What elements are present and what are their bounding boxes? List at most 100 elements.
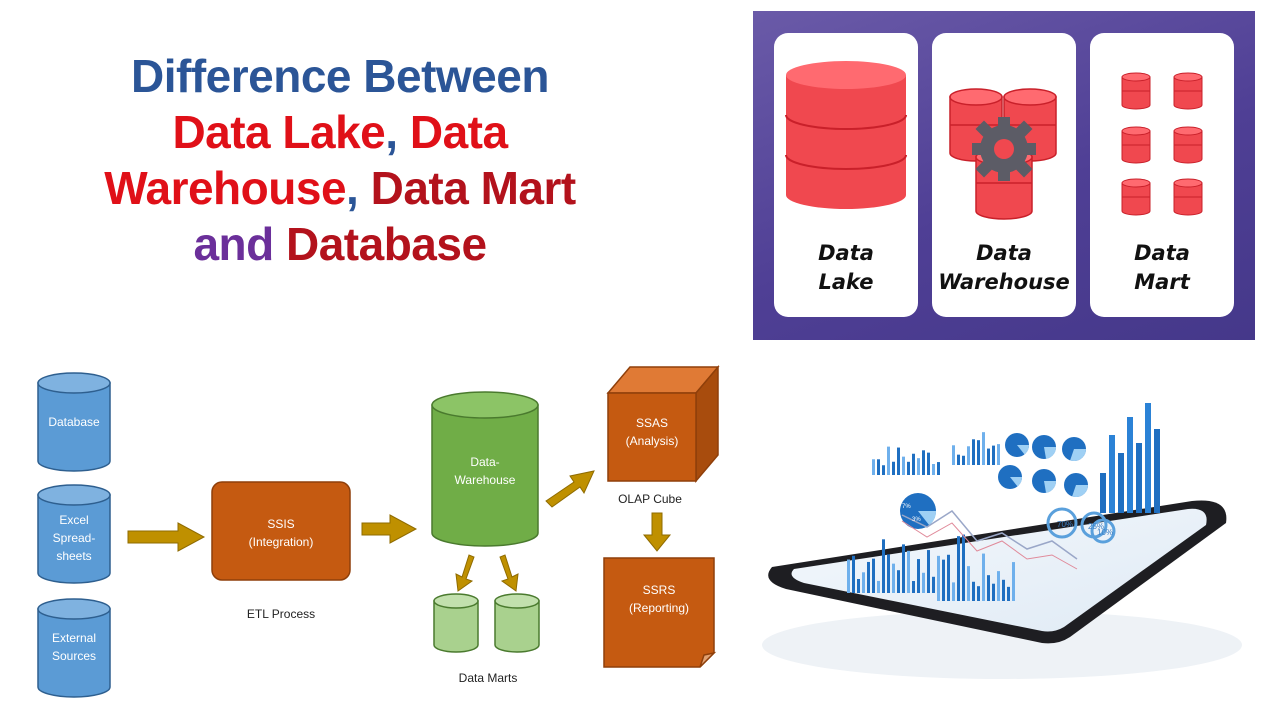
data-mart-card: Data Mart (1090, 33, 1234, 317)
tablet-bar (992, 445, 995, 465)
database-cluster-gear-icon (949, 88, 1057, 220)
small-pie-label-2: 3% (912, 517, 921, 523)
tablet-bar (952, 585, 955, 601)
tablet-pie-wedge (918, 511, 936, 526)
tablet-screen (791, 508, 1207, 632)
tablet-bar (937, 555, 940, 593)
data-warehouse-card: Data Warehouse (932, 33, 1076, 317)
tablet-bar (957, 536, 960, 593)
tablet-bar (912, 581, 915, 593)
tablet-bar (997, 571, 1000, 601)
arrow-to-ssis (127, 522, 206, 552)
tablet-bar (982, 432, 985, 465)
tablet-pie-wedge (1010, 477, 1022, 487)
tablet-pie-wedge (1017, 445, 1029, 455)
tablet-analytics-illustration: 70% 25% 10% 7% 3% (752, 345, 1252, 715)
tablet-tall-bar (1127, 417, 1133, 513)
data-mart-cylinder-1 (433, 593, 479, 653)
tablet-bar (922, 450, 925, 475)
arrow-to-ssas (545, 470, 595, 508)
ring-gauge-3 (1090, 518, 1116, 544)
tablet-bar (907, 550, 910, 593)
tablet-bar (932, 464, 935, 475)
tablet-bar (917, 458, 920, 475)
data-flow-diagram: Database Excel Spread- sheets External S… (28, 343, 740, 713)
database-large-icon (785, 61, 907, 209)
data-marts-caption: Data Marts (458, 671, 518, 685)
title-line-1: Difference Between (131, 50, 549, 102)
ring-gauge-1 (1046, 507, 1078, 539)
tablet-bar (902, 544, 905, 593)
tablet-bar (867, 561, 870, 593)
tablet-pie-wedge (1044, 447, 1056, 459)
ring-label-2: 25% (1088, 522, 1104, 531)
source-excel-label: Excel Spread- sheets (52, 513, 96, 563)
tablet-bar (892, 563, 895, 593)
tablet-bar (937, 588, 940, 601)
title-line-3: Warehouse, Data Mart (104, 162, 576, 214)
arrow-to-marts (455, 554, 519, 592)
data-mart-cylinder-2 (494, 593, 540, 653)
title-line-4: and Database (193, 218, 487, 270)
tablet-bar (967, 566, 970, 601)
tablet-bar (982, 553, 985, 601)
tablet-bar (962, 455, 965, 465)
tablet-pie-wedge (1072, 485, 1088, 497)
ssas-cube (606, 364, 720, 484)
tablet-bar (987, 575, 990, 601)
tablet-bar (1007, 586, 1010, 601)
tablet-bar (957, 454, 960, 465)
tablet-bar (902, 456, 905, 475)
tablet-bar (937, 462, 940, 475)
tablet-bar (912, 453, 915, 475)
data-warehouse-label: Data Warehouse (938, 241, 1070, 294)
tablet-bar (877, 580, 880, 593)
tablet-bar (957, 576, 960, 601)
tablet-bar (997, 444, 1000, 465)
warehouse-cylinder (431, 391, 539, 547)
tablet-bar (977, 586, 980, 601)
tablet-bar (917, 559, 920, 593)
tablet-line-chart-2 (901, 520, 1078, 570)
tablet-bar (922, 572, 925, 593)
tablet-bar (862, 572, 865, 593)
data-lake-label: Data Lake (818, 241, 874, 294)
tablet-shadow (762, 611, 1242, 679)
tablet-tall-bar (1109, 435, 1115, 513)
tablet-tall-bar (1145, 403, 1151, 513)
title-line-2: Data Lake, Data (172, 106, 508, 158)
tablet-pie-wedge (1044, 481, 1056, 493)
ssis-box (211, 481, 351, 581)
tablet-bar-charts (847, 432, 1015, 601)
diagram-shapes (37, 364, 720, 698)
etl-process-caption: ETL Process (246, 607, 316, 621)
tablet-bar (962, 570, 965, 601)
tablet-bar (927, 550, 930, 593)
source-external-label: External Sources (51, 631, 97, 663)
warehouse-label: Data- Warehouse (454, 455, 516, 487)
tablet-bar (987, 448, 990, 465)
source-excel-cylinder (37, 484, 111, 584)
arrow-to-ssrs (642, 512, 672, 552)
ssas-label: SSAS (Analysis) (625, 416, 679, 448)
tablet-bar (967, 446, 970, 465)
tablet-bar (857, 578, 860, 593)
olap-cube-caption: OLAP Cube (618, 492, 682, 506)
ssis-label: SSIS (Integration) (248, 517, 314, 549)
source-database-cylinder (37, 372, 111, 472)
tablet-bar (972, 439, 975, 465)
tablet-line-chart-1 (901, 510, 1078, 560)
tablet-bar (927, 452, 930, 475)
tablet-bar (977, 440, 980, 465)
tablet-bar (992, 583, 995, 601)
tablet-bar (962, 534, 965, 593)
tablet-bar (892, 461, 895, 475)
tablet-bar (882, 539, 885, 593)
source-database-label: Database (48, 415, 100, 429)
tablet-bar (947, 554, 950, 601)
tablet-pie-wedge (1070, 449, 1086, 461)
tablet-bar (1012, 562, 1015, 601)
ssrs-label: SSRS (Reporting) (628, 583, 690, 615)
tablet-bar (852, 555, 855, 593)
tablet-bar (932, 576, 935, 593)
